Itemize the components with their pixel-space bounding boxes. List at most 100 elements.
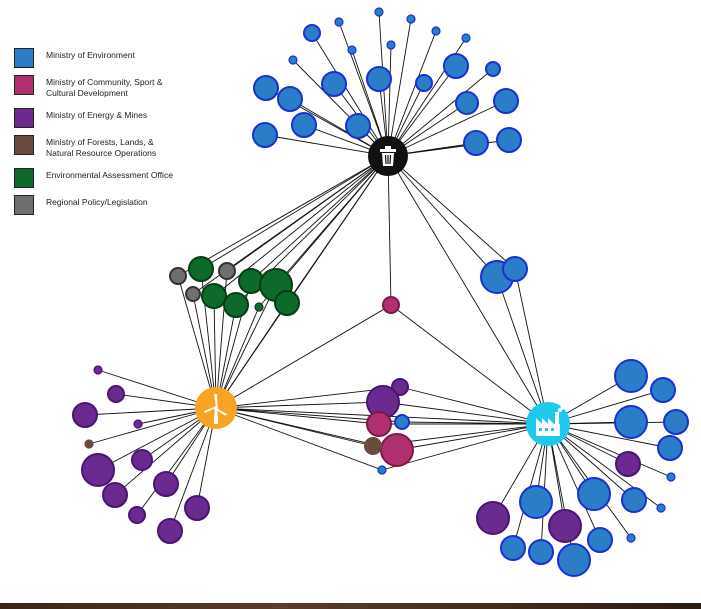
node-env[interactable]	[519, 485, 553, 519]
node-eao[interactable]	[238, 268, 264, 294]
node-env[interactable]	[345, 113, 371, 139]
link	[215, 407, 374, 447]
legend: Ministry of Environment Ministry of Comm…	[14, 48, 204, 222]
node-eng[interactable]	[476, 501, 510, 535]
legend-swatch	[14, 195, 34, 215]
link	[387, 30, 437, 157]
node-reg[interactable]	[169, 267, 187, 285]
node-env[interactable]	[663, 409, 689, 435]
node-eng[interactable]	[157, 518, 183, 544]
link	[169, 407, 217, 532]
node-com[interactable]	[382, 296, 400, 314]
node-env[interactable]	[253, 75, 279, 101]
legend-item-eao[interactable]: Environmental Assessment Office	[14, 168, 204, 188]
node-env[interactable]	[496, 127, 522, 153]
factory-icon	[536, 404, 566, 436]
node-env[interactable]	[443, 53, 469, 79]
link	[215, 401, 384, 409]
node-eng[interactable]	[81, 453, 115, 487]
node-env[interactable]	[485, 61, 501, 77]
node-env[interactable]	[288, 55, 298, 65]
node-com[interactable]	[366, 411, 392, 437]
node-eng[interactable]	[133, 419, 143, 429]
node-env[interactable]	[528, 539, 554, 565]
link	[396, 423, 549, 451]
node-eng[interactable]	[391, 378, 409, 396]
link	[275, 155, 389, 286]
node-eao[interactable]	[274, 290, 300, 316]
link	[215, 302, 288, 409]
node-env[interactable]	[614, 359, 648, 393]
node-env[interactable]	[656, 503, 666, 513]
node-env[interactable]	[614, 405, 648, 439]
node-eng[interactable]	[153, 471, 179, 497]
node-eng[interactable]	[72, 402, 98, 428]
legend-item-community[interactable]: Ministry of Community, Sport & Cultural …	[14, 75, 204, 101]
link	[114, 407, 217, 496]
node-env[interactable]	[303, 24, 321, 42]
link	[177, 275, 217, 409]
node-eng[interactable]	[548, 509, 582, 543]
node-com[interactable]	[380, 433, 414, 467]
node-env[interactable]	[500, 535, 526, 561]
node-env[interactable]	[252, 122, 278, 148]
node-env[interactable]	[461, 33, 471, 43]
node-env[interactable]	[334, 17, 344, 27]
link	[390, 304, 549, 425]
node-env[interactable]	[666, 472, 676, 482]
node-env[interactable]	[626, 533, 636, 543]
node-eng[interactable]	[184, 495, 210, 521]
node-env[interactable]	[321, 71, 347, 97]
node-eng[interactable]	[93, 365, 103, 375]
node-eng[interactable]	[107, 385, 125, 403]
legend-item-forests[interactable]: Ministry of Forests, Lands, & Natural Re…	[14, 135, 204, 161]
node-env[interactable]	[455, 91, 479, 115]
wind-hub[interactable]	[195, 387, 237, 429]
node-eng[interactable]	[128, 506, 146, 524]
node-eao[interactable]	[201, 283, 227, 309]
node-env[interactable]	[347, 45, 357, 55]
node-env[interactable]	[502, 256, 528, 282]
node-env[interactable]	[493, 88, 519, 114]
node-env[interactable]	[291, 112, 317, 138]
node-eng[interactable]	[615, 451, 641, 477]
trash-hub[interactable]	[368, 136, 408, 176]
node-for[interactable]	[364, 437, 382, 455]
node-env[interactable]	[406, 14, 416, 24]
node-eng[interactable]	[102, 482, 128, 508]
node-env[interactable]	[394, 414, 410, 430]
legend-item-energy[interactable]: Ministry of Energy & Mines	[14, 108, 204, 128]
node-eao[interactable]	[254, 302, 264, 312]
node-eao[interactable]	[223, 292, 249, 318]
link	[338, 21, 389, 157]
legend-item-regional[interactable]: Regional Policy/Legislation	[14, 195, 204, 215]
link	[136, 407, 217, 516]
node-env[interactable]	[650, 377, 676, 403]
node-eng[interactable]	[131, 449, 153, 471]
node-env[interactable]	[386, 40, 396, 50]
link	[387, 68, 494, 157]
node-env[interactable]	[415, 74, 433, 92]
link	[514, 268, 549, 425]
node-env[interactable]	[277, 86, 303, 112]
node-reg[interactable]	[185, 286, 201, 302]
node-env[interactable]	[377, 465, 387, 475]
node-env[interactable]	[587, 527, 613, 553]
node-eao[interactable]	[188, 256, 214, 282]
industry-hub[interactable]	[526, 402, 570, 446]
legend-item-environment[interactable]: Ministry of Environment	[14, 48, 204, 68]
node-env[interactable]	[463, 130, 489, 156]
legend-label: Ministry of Community, Sport & Cultural …	[46, 77, 163, 98]
node-reg[interactable]	[218, 262, 236, 280]
node-env[interactable]	[431, 26, 441, 36]
node-env[interactable]	[374, 7, 384, 17]
node-for[interactable]	[84, 439, 94, 449]
node-env[interactable]	[577, 477, 611, 511]
link	[215, 407, 380, 425]
node-env[interactable]	[366, 66, 392, 92]
node-env[interactable]	[657, 435, 683, 461]
node-env[interactable]	[557, 543, 591, 577]
link	[200, 155, 389, 270]
node-env[interactable]	[621, 487, 647, 513]
